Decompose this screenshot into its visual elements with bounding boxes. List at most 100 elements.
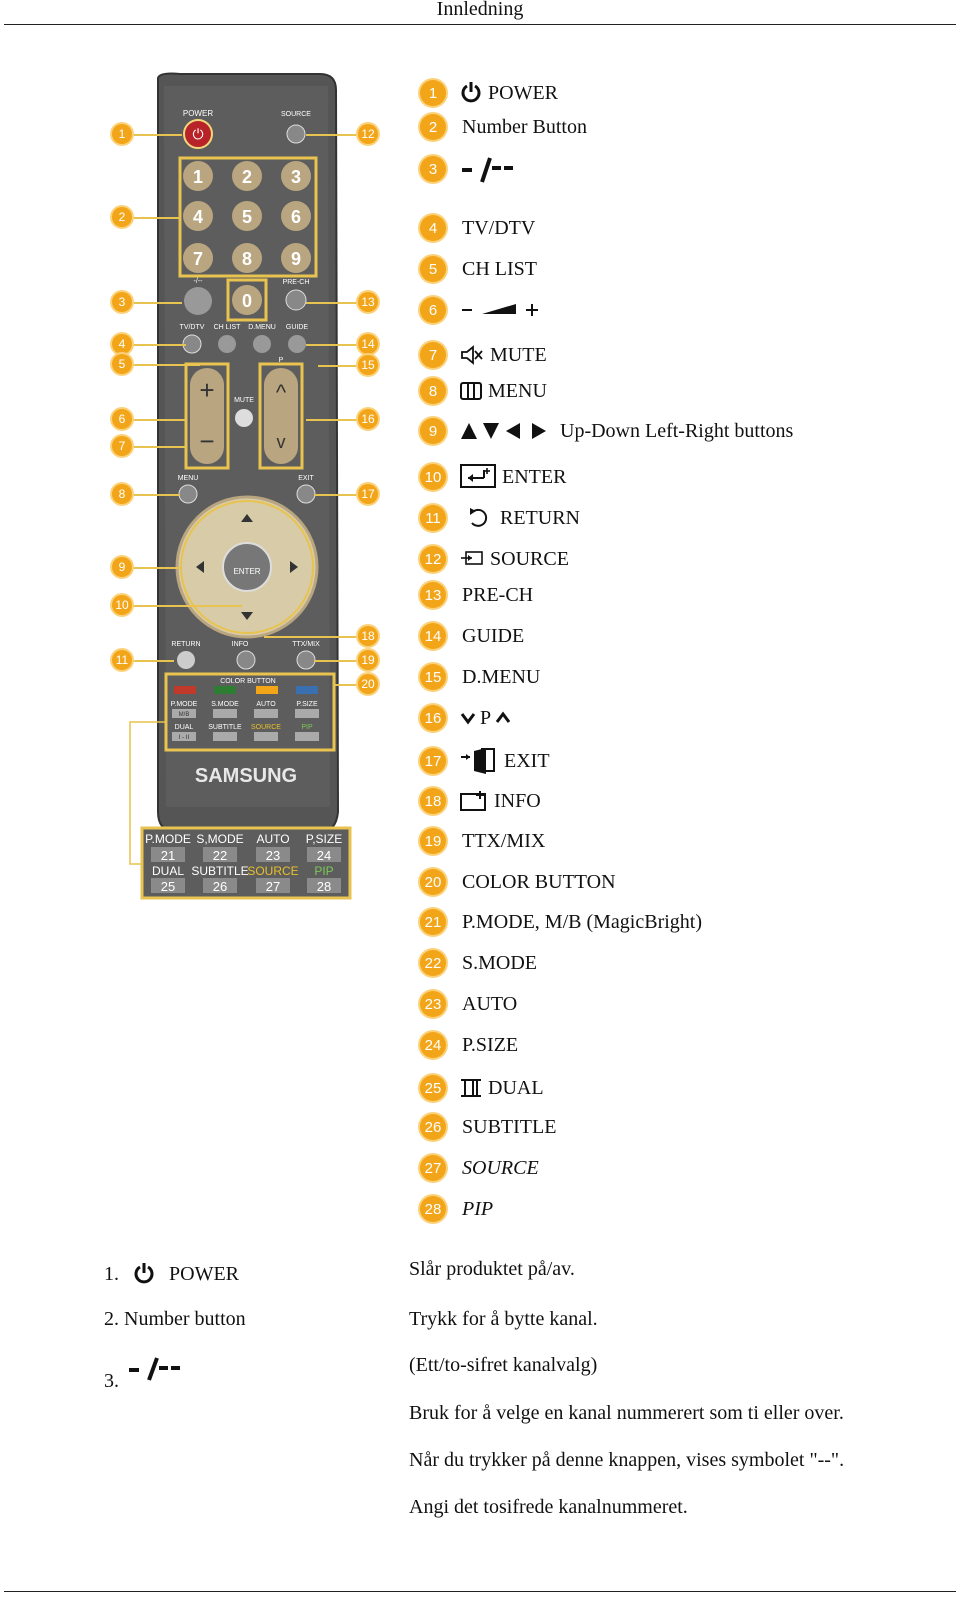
- volume-rocker: [190, 368, 224, 464]
- mini-grid-bottom-key: [172, 732, 196, 741]
- legend-number: 15: [420, 664, 446, 690]
- remote-exit-label: EXIT: [298, 475, 314, 482]
- legend-label: ENTER: [502, 465, 567, 488]
- menu-icon: [460, 382, 482, 400]
- legend-number: 17: [420, 748, 446, 774]
- legend-number: 20: [420, 869, 446, 895]
- remote-return-label: RETURN: [171, 641, 200, 648]
- callout-16: 16: [358, 409, 378, 429]
- dash-icon: [460, 154, 516, 184]
- mini-grid-bottom-key: [213, 732, 237, 741]
- remote-return-button: [177, 651, 195, 669]
- legend-number: 27: [420, 1155, 446, 1181]
- legend-label: MENU: [488, 379, 547, 402]
- dual-icon: [460, 1078, 482, 1098]
- desc-row-2-num: 2.: [104, 1308, 119, 1330]
- remote-exit-button: [296, 484, 316, 504]
- desc-row-1-left: 1. POWER: [104, 1262, 239, 1286]
- remote-menu-button: [178, 484, 198, 504]
- legend-label: AUTO: [462, 992, 518, 1015]
- legend-number: 23: [420, 991, 446, 1017]
- legend-label: PIP: [462, 1197, 494, 1220]
- legend-number: 3: [420, 156, 446, 182]
- remote-brand: SAMSUNG: [195, 765, 297, 787]
- digit-label: 6: [291, 207, 301, 227]
- legend-label: INFO: [494, 789, 541, 812]
- inset-bottom-label: SOURCE: [247, 864, 298, 878]
- legend-number: 11: [420, 505, 446, 531]
- inset-bottom-label: SUBTITLE: [191, 864, 248, 878]
- legend-label: COLOR BUTTON: [462, 870, 616, 893]
- mini-grid-bottom-key: [295, 732, 319, 741]
- callout-leader: [132, 364, 200, 366]
- svg-text:−: −: [199, 426, 214, 456]
- legend-number: 7: [420, 342, 446, 368]
- legend-number: 14: [420, 623, 446, 649]
- legend-item: 7 MUTE: [420, 338, 547, 372]
- legend-item: 23 AUTO: [420, 987, 517, 1021]
- remote-p-label: P: [279, 357, 284, 364]
- remote-info-label: INFO: [232, 641, 249, 648]
- yellow-button: [256, 686, 278, 694]
- legend-number: 28: [420, 1196, 446, 1222]
- legend-label: RETURN: [500, 506, 580, 529]
- chevron-up-icon: [495, 710, 511, 726]
- mini-grid-top-key: [213, 709, 237, 718]
- numpad-highlight: [178, 156, 318, 278]
- callout-20: 20: [358, 674, 378, 694]
- green-button: [214, 686, 236, 694]
- remote-power-label: POWER: [183, 109, 213, 118]
- mini-grid-bottom-label: SOURCE: [251, 724, 281, 731]
- digit-label: 4: [193, 207, 203, 227]
- remote-mute-button: [235, 409, 253, 427]
- inset-top-key: [203, 847, 237, 862]
- desc-row-2-text: Trykk for å bytte kanal.: [409, 1308, 598, 1330]
- digit-button-3: [281, 161, 311, 191]
- legend-label: MUTE: [490, 343, 547, 366]
- callout-leader: [314, 494, 358, 496]
- callout-leader: [306, 419, 358, 421]
- zero-highlight: [226, 278, 268, 322]
- callout-7: 7: [112, 436, 132, 456]
- legend-label: POWER: [488, 81, 558, 104]
- digit-button-5: [232, 201, 262, 231]
- channel-highlight: [258, 362, 304, 470]
- dash-icon: [127, 1356, 183, 1382]
- callout-6: 6: [112, 409, 132, 429]
- remote-enter-button: [222, 542, 272, 592]
- legend-item: 20 COLOR BUTTON: [420, 865, 616, 899]
- desc-row-2-left: 2. Number button: [104, 1308, 246, 1331]
- callout-leader: [306, 344, 358, 346]
- legend-item: 6: [420, 293, 546, 327]
- digit-label: 7: [193, 249, 203, 269]
- inset-top-number: 23: [266, 848, 280, 863]
- inset-bottom-key: [307, 878, 341, 893]
- inset-top-label: AUTO: [256, 832, 289, 846]
- callout-11: 11: [112, 650, 132, 670]
- mini-grid-top-key: [172, 709, 196, 718]
- page-header: Innledning: [0, 0, 960, 24]
- inset-top-key: [151, 847, 185, 862]
- inset-bottom-number: 28: [317, 879, 331, 894]
- digit-button-0: [232, 285, 262, 315]
- remote-menu-label: MENU: [178, 475, 199, 482]
- remote-enter-label: ENTER: [233, 567, 260, 576]
- svg-text:^: ^: [276, 380, 287, 405]
- legend-number: 10: [420, 464, 446, 490]
- callout-leader: [306, 134, 358, 136]
- legend-label: P: [480, 706, 492, 729]
- legend-label: PRE-CH: [462, 583, 534, 606]
- remote-source-button: [286, 124, 306, 144]
- legend-label: Up-Down Left-Right buttons: [560, 419, 794, 442]
- callout-2: 2: [112, 207, 132, 227]
- digit-label: 9: [291, 249, 301, 269]
